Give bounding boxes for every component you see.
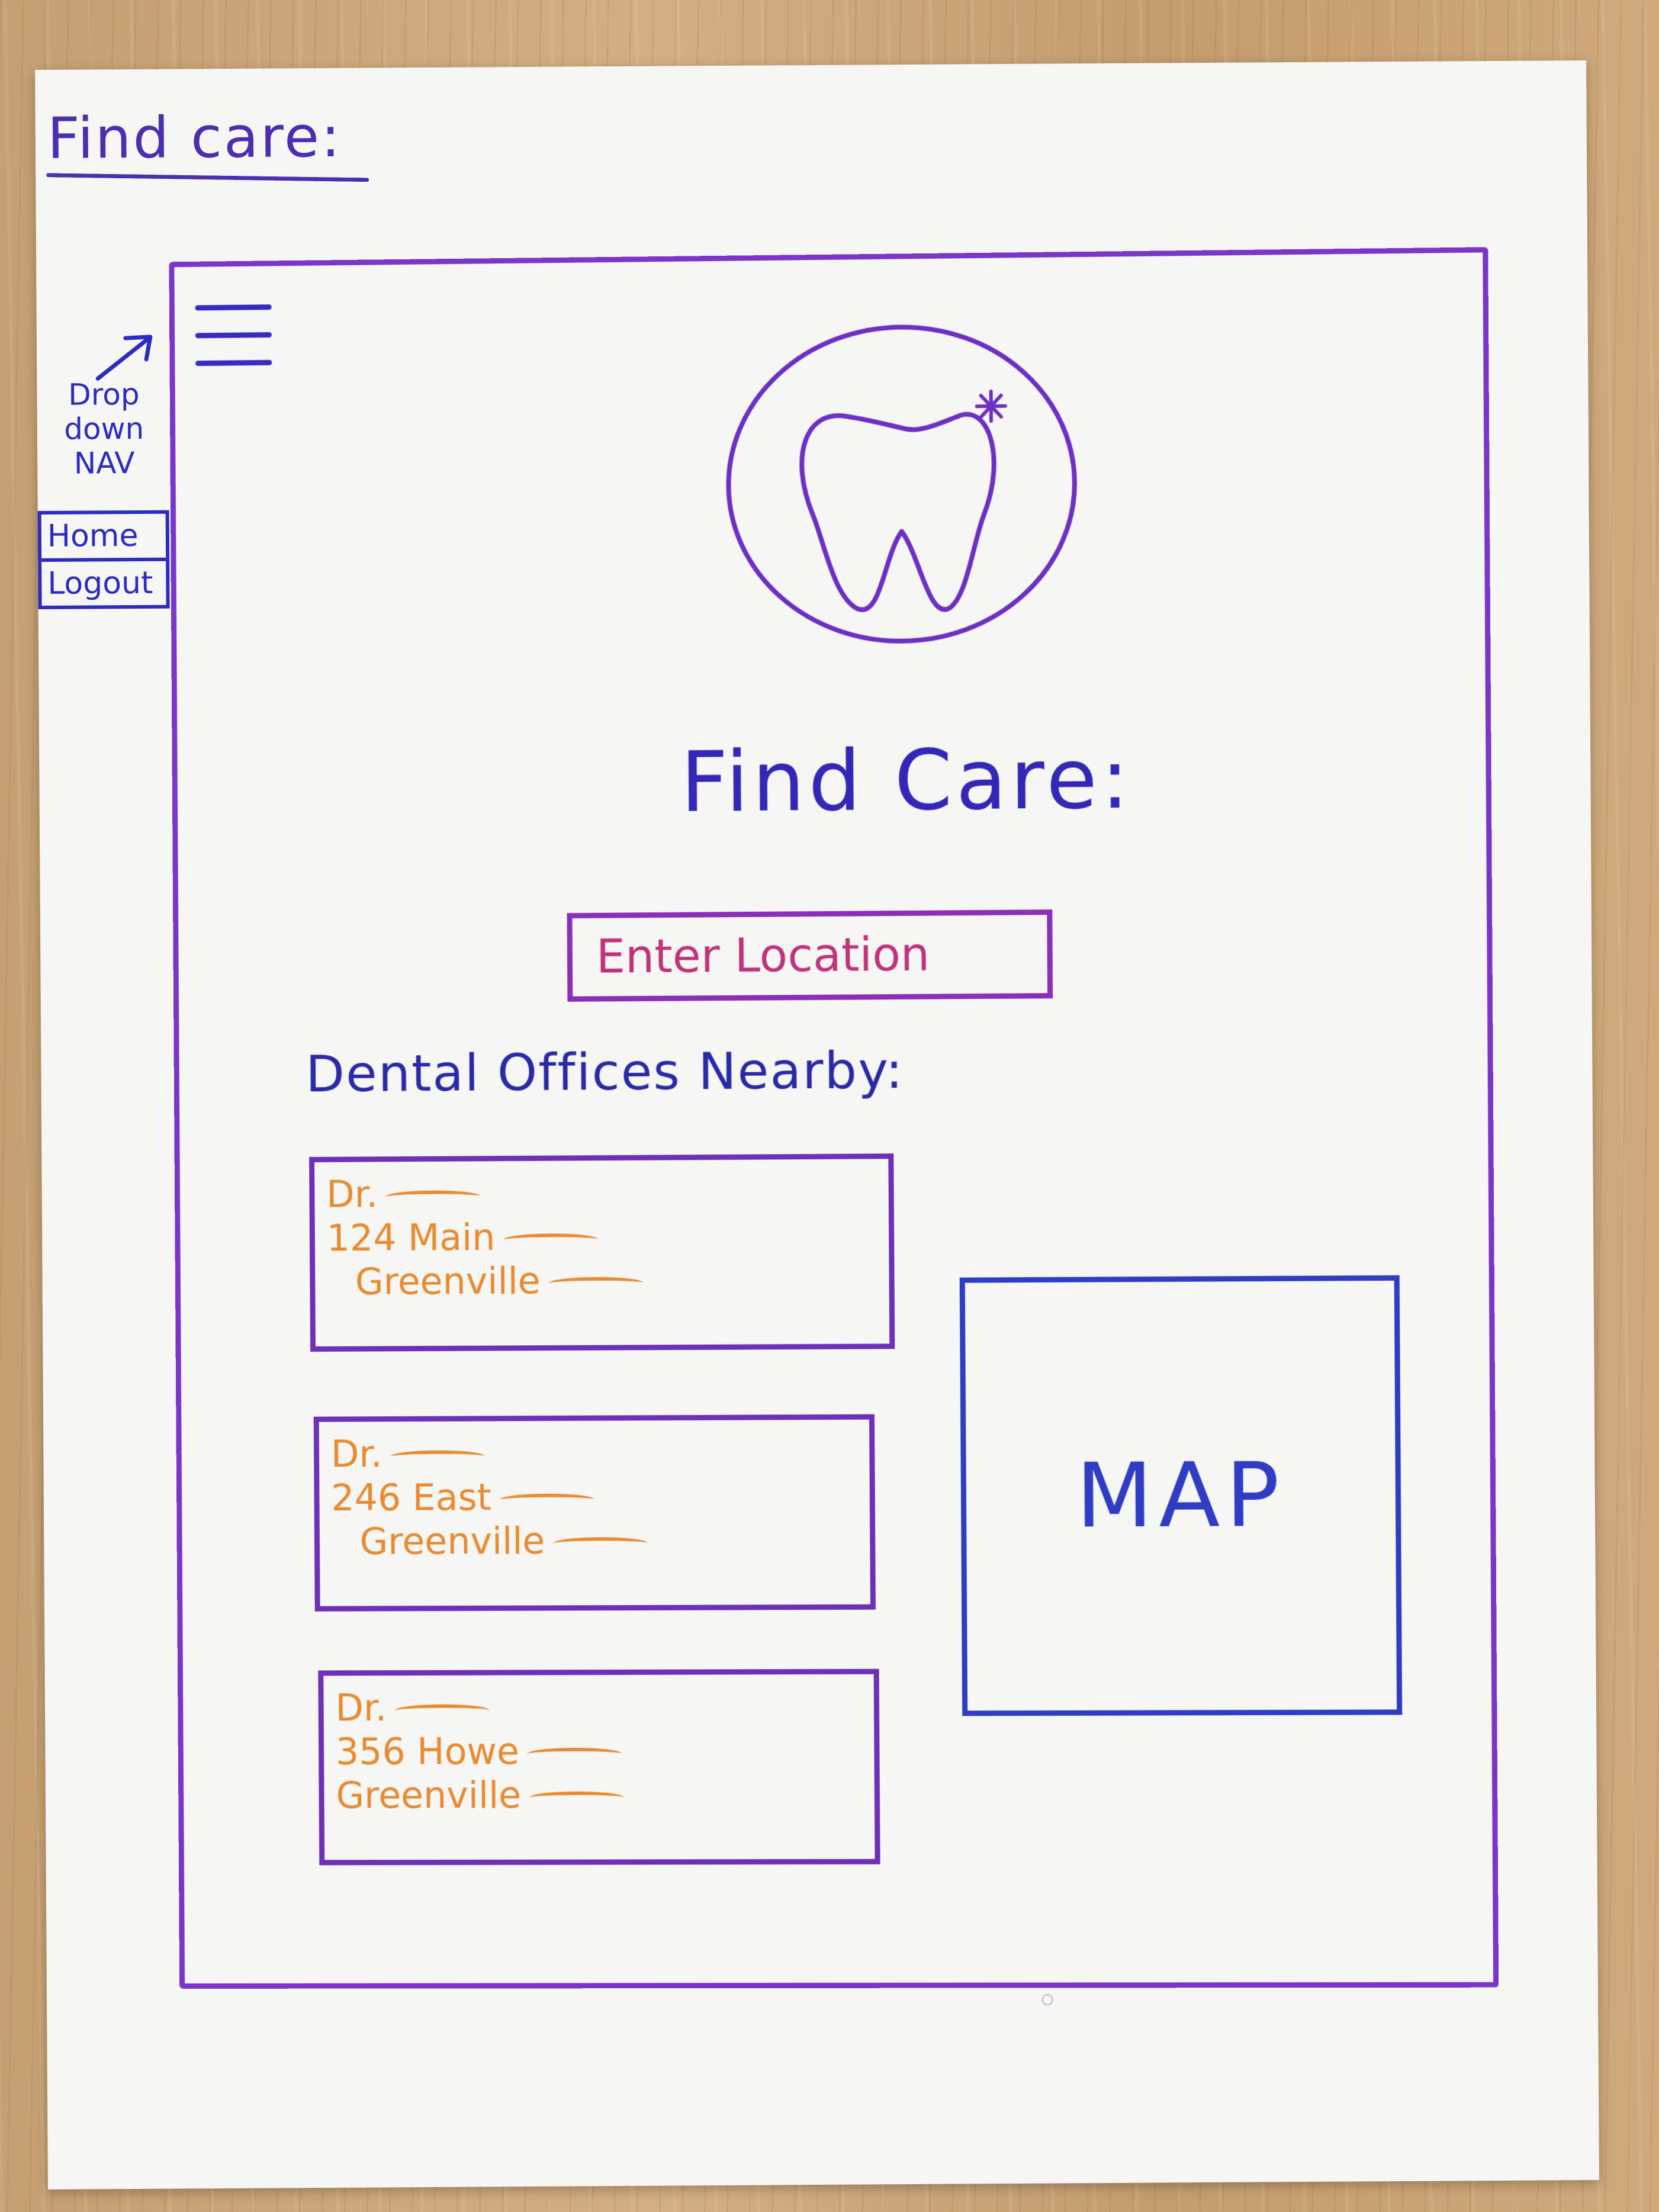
office-city: Greenville bbox=[332, 1518, 859, 1564]
location-input[interactable] bbox=[567, 909, 1053, 1002]
app-wireframe: Find Care: Dental Offices Nearby: Dr. 12… bbox=[169, 247, 1499, 1989]
nav-item-home[interactable]: Home bbox=[41, 513, 166, 562]
paper-mark bbox=[1041, 1994, 1054, 2006]
office-address: 124 Main bbox=[327, 1213, 877, 1260]
office-doctor: Dr. bbox=[335, 1685, 862, 1730]
office-city: Greenville bbox=[336, 1773, 863, 1818]
sheet-title: Find care: bbox=[47, 103, 342, 172]
office-address: 356 Howe bbox=[336, 1729, 863, 1774]
office-city: Greenville bbox=[327, 1257, 877, 1304]
nav-item-logout[interactable]: Logout bbox=[47, 565, 153, 602]
sheet-title-underline bbox=[46, 173, 369, 182]
section-label-offices: Dental Offices Nearby: bbox=[305, 1041, 905, 1104]
arrow-icon bbox=[95, 335, 153, 381]
hamburger-menu-icon[interactable] bbox=[195, 304, 272, 376]
map-placeholder[interactable]: MAP bbox=[959, 1275, 1403, 1716]
office-doctor: Dr. bbox=[326, 1169, 877, 1216]
office-card[interactable]: Dr. 124 Main Greenville bbox=[309, 1153, 895, 1352]
dropdown-nav-menu: Home Logout bbox=[37, 510, 170, 610]
tooth-logo-icon bbox=[723, 316, 1081, 651]
office-doctor: Dr. bbox=[331, 1430, 858, 1477]
office-card[interactable]: Dr. 246 East Greenville bbox=[313, 1414, 876, 1612]
sketch-paper: Find care: Drop down NAV Home Logout Fin… bbox=[35, 60, 1599, 2190]
office-card[interactable]: Dr. 356 Howe Greenville bbox=[318, 1668, 880, 1866]
office-address: 246 East bbox=[331, 1474, 858, 1520]
dropdown-nav-note: Drop down NAV bbox=[64, 377, 144, 481]
page-title: Find Care: bbox=[680, 731, 1133, 831]
